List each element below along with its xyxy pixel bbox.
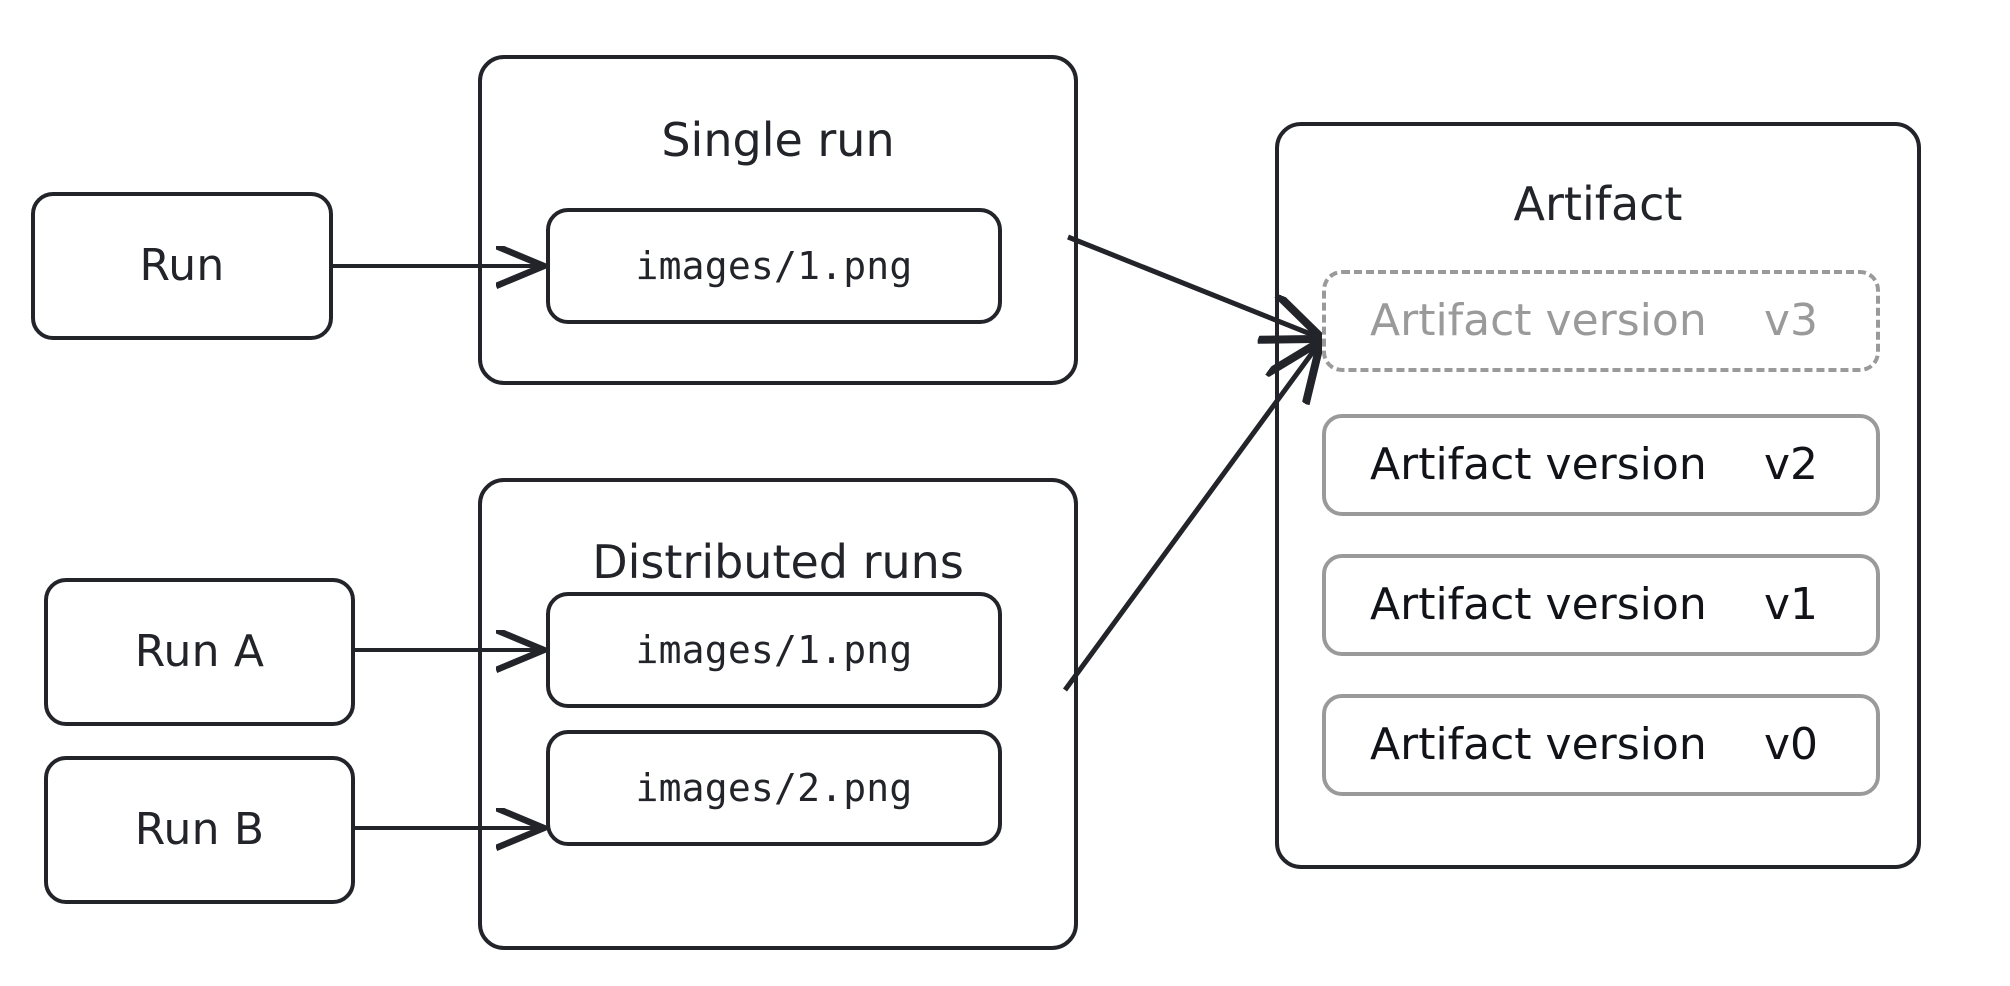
node-run-a[interactable]: Run A — [44, 578, 355, 726]
artifact-panel-title: Artifact — [1513, 177, 1683, 231]
artifact-version-label: Artifact version — [1370, 295, 1707, 346]
group-distributed-runs-title: Distributed runs — [592, 535, 964, 589]
node-run-b-label: Run B — [134, 804, 265, 855]
artifact-version-label: Artifact version — [1370, 719, 1707, 770]
artifact-version-row-v2[interactable]: Artifact version v2 — [1322, 414, 1880, 516]
artifact-version-tag: v2 — [1763, 439, 1818, 490]
node-run-b[interactable]: Run B — [44, 756, 355, 904]
artifact-version-tag: v0 — [1763, 719, 1818, 770]
node-run-a-label: Run A — [134, 626, 265, 677]
artifact-version-row-v3[interactable]: Artifact version v3 — [1322, 270, 1880, 372]
artifact-version-row-v0[interactable]: Artifact version v0 — [1322, 694, 1880, 796]
node-file-label: images/2.png — [635, 766, 913, 810]
group-distributed-runs: Distributed runs — [478, 478, 1078, 950]
node-file-label: images/1.png — [635, 244, 913, 288]
group-single-run-title: Single run — [661, 113, 895, 167]
artifact-version-label: Artifact version — [1370, 439, 1707, 490]
artifact-version-row-v1[interactable]: Artifact version v1 — [1322, 554, 1880, 656]
node-run[interactable]: Run — [31, 192, 333, 340]
node-file-single-images-1-png[interactable]: images/1.png — [546, 208, 1002, 324]
node-file-dist-images-1-png[interactable]: images/1.png — [546, 592, 1002, 708]
artifact-version-tag: v1 — [1763, 579, 1818, 630]
node-file-dist-images-2-png[interactable]: images/2.png — [546, 730, 1002, 846]
artifact-version-tag: v3 — [1763, 295, 1818, 346]
node-run-label: Run — [139, 240, 225, 291]
artifact-version-label: Artifact version — [1370, 579, 1707, 630]
node-file-label: images/1.png — [635, 628, 913, 672]
